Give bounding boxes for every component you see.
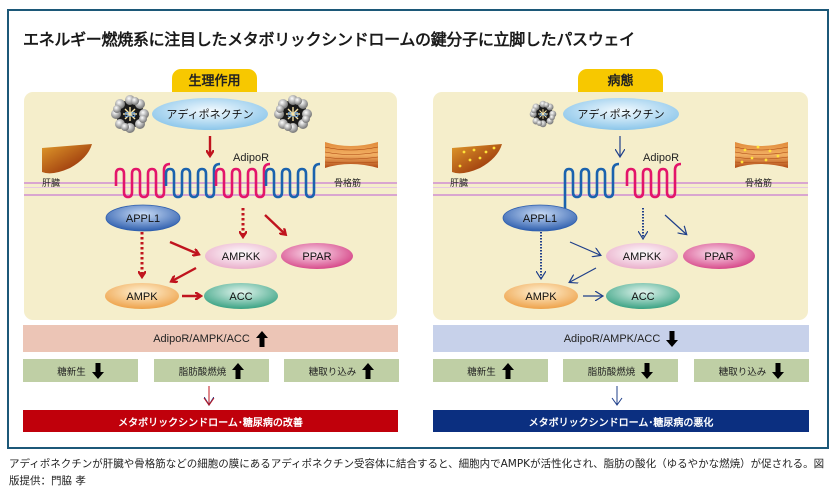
adiponectin-node <box>563 98 679 130</box>
appl1-node <box>105 204 181 232</box>
ampk-label: AMPK <box>525 291 557 303</box>
summary-label: AdipoR/AMPK/ACC <box>153 332 250 345</box>
effect-label: 脂肪酸燃焼 <box>587 366 636 378</box>
ampk-node <box>504 283 578 309</box>
appl1-label: APPL1 <box>523 213 557 225</box>
muscle-icon <box>325 142 378 168</box>
tab-pathology: 病態 <box>578 69 663 93</box>
ampk-node <box>105 283 179 309</box>
arrow-to-ampkk <box>569 241 600 255</box>
arrow-ampkk-ampk <box>570 267 597 282</box>
acc-node <box>204 283 278 309</box>
ampkk-node <box>205 243 277 269</box>
liver-icon <box>42 144 92 174</box>
physiology-pathway: アディポネクチン APPL1 AMPKK PPAR AMPK ACC <box>42 94 379 309</box>
skeletal-muscle-label: 骨格筋 <box>745 179 773 189</box>
ppar-node <box>281 243 353 269</box>
figure-caption: アディポネクチンが肝臓や骨格筋などの細胞の膜にあるアディポネクチン受容体に結合す… <box>9 458 825 487</box>
figure-title: エネルギー燃焼系に注目したメタボリックシンドロームの鍵分子に立脚したパスウェイ <box>23 30 635 49</box>
effect-glucose-uptake: 糖取り込み <box>694 359 809 382</box>
adipor-receptors <box>558 162 682 216</box>
summary-bar: AdipoR/AMPK/ACC <box>23 325 398 352</box>
ppar-label: PPAR <box>302 251 331 263</box>
effect-label: 糖新生 <box>467 366 496 378</box>
physiology-panel <box>24 92 397 320</box>
arrow-down-icon <box>641 362 654 379</box>
adipor-receptors <box>114 162 321 199</box>
outcome-arrowhead <box>203 397 215 406</box>
pathology-panel <box>433 92 808 320</box>
pathology-pathway: アディポネクチン APPL1 AMPKK PPAR AMPK ACC <box>452 98 789 309</box>
effect-gluconeogenesis: 糖新生 <box>23 359 138 382</box>
acc-label: ACC <box>229 291 252 303</box>
acc-label: ACC <box>631 291 654 303</box>
effect-gluconeogenesis: 糖新生 <box>433 359 548 382</box>
arrow-up-icon <box>232 362 245 379</box>
liver-label: 肝臓 <box>42 179 61 189</box>
summary-bar: AdipoR/AMPK/ACC <box>433 325 809 352</box>
effect-label: 脂肪酸燃焼 <box>178 366 227 378</box>
effect-label: 糖取り込み <box>718 366 767 378</box>
adipor-label: AdipoR <box>233 152 270 164</box>
arrow-ampkk-ampk <box>172 266 197 281</box>
adiponectin-node <box>152 98 268 130</box>
adiponectin-label: アディポネクチン <box>577 107 664 121</box>
adiponectin-multimer-icon <box>529 100 557 128</box>
acc-node <box>606 283 680 309</box>
adiponectin-multimer-icon <box>110 94 150 134</box>
cell-membrane <box>24 182 397 196</box>
result-worsening: メタボリックシンドローム･糖尿病の悪化 <box>433 410 809 432</box>
arrow-to-ampkk <box>169 240 198 254</box>
arrow-up-icon <box>362 362 375 379</box>
effect-glucose-uptake: 糖取り込み <box>284 359 399 382</box>
arrow-up-icon <box>501 362 514 379</box>
arrow-down-icon <box>772 362 785 379</box>
ampk-label: AMPK <box>126 291 158 303</box>
arrow-down-icon <box>91 362 104 379</box>
appl1-node <box>502 204 578 232</box>
summary-label: AdipoR/AMPK/ACC <box>563 332 661 345</box>
adiponectin-label: アディポネクチン <box>166 107 253 121</box>
adiponectin-multimer-icon <box>273 94 313 134</box>
arrow-to-ppar <box>264 214 285 234</box>
effect-fatty-acid-oxidation: 脂肪酸燃焼 <box>154 359 269 382</box>
ampkk-label: AMPKK <box>222 251 261 263</box>
skeletal-muscle-label: 骨格筋 <box>334 179 362 189</box>
liver-label: 肝臓 <box>450 179 469 189</box>
adipor-label: AdipoR <box>643 152 680 164</box>
outcome-arrowhead <box>611 397 623 406</box>
result-improvement: メタボリックシンドローム･糖尿病の改善 <box>23 410 398 432</box>
ppar-label: PPAR <box>704 251 733 263</box>
fatty-muscle-icon <box>735 142 788 168</box>
effect-label: 糖取り込み <box>308 366 357 378</box>
appl1-label: APPL1 <box>126 213 160 225</box>
effect-fatty-acid-oxidation: 脂肪酸燃焼 <box>563 359 678 382</box>
effect-label: 糖新生 <box>57 366 86 378</box>
tab-physiology: 生理作用 <box>172 69 257 93</box>
cell-membrane <box>433 182 808 196</box>
arrow-up-icon <box>255 330 268 347</box>
ampkk-label: AMPKK <box>623 251 662 263</box>
arrow-down-icon <box>666 330 679 347</box>
ppar-node <box>683 243 755 269</box>
arrow-to-ppar <box>664 214 686 234</box>
ampkk-node <box>606 243 678 269</box>
